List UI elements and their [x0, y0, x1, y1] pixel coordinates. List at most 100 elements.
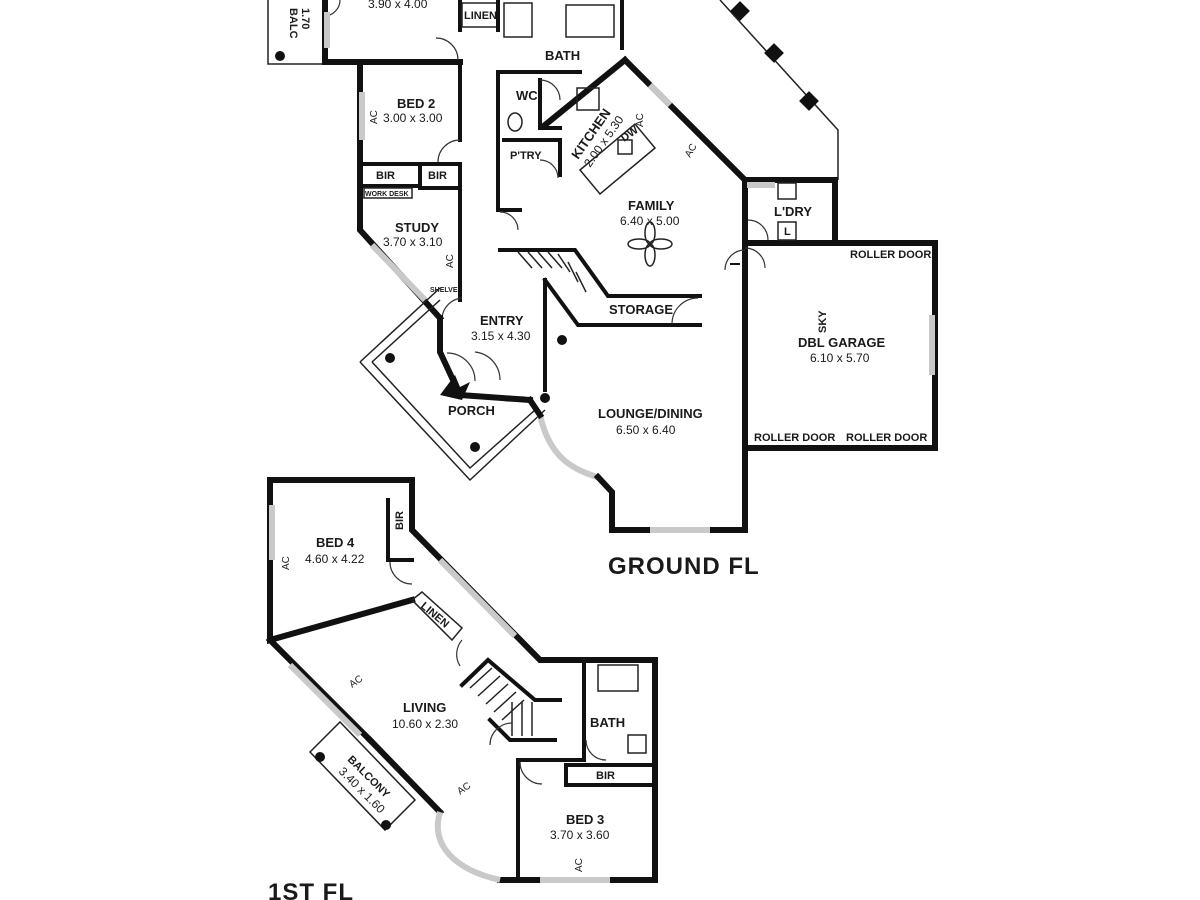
bir-bed3-label: BIR [596, 770, 615, 782]
skylight-label: SKY [817, 310, 829, 333]
bir-a-outline [360, 162, 422, 188]
pergola-post [730, 1, 750, 21]
bed1-dims: 3.90 x 4.00 [368, 0, 428, 11]
balcony-post [381, 820, 391, 830]
family-label: FAMILY [628, 198, 675, 213]
window [437, 557, 518, 639]
roller-door-left-label: ROLLER DOOR [754, 432, 835, 444]
bir-b-label: BIR [428, 170, 447, 182]
door-swing [519, 761, 543, 785]
first-floor-outer-wall [267, 477, 658, 883]
ground-floor-title: GROUND FL [608, 553, 760, 580]
porch-wall [437, 342, 534, 404]
shelves-label: SHELVES [430, 287, 462, 294]
staircase [469, 667, 533, 736]
bir-b-outline [418, 162, 462, 190]
stair-wall-top [459, 657, 562, 702]
door-swing [456, 639, 463, 667]
door-swing [585, 739, 607, 761]
bed2-dims: 3.00 x 3.00 [383, 111, 443, 125]
window [287, 662, 363, 738]
porch-post [540, 393, 550, 403]
bir-bed3-wall [564, 763, 657, 787]
living-label: LIVING [403, 700, 446, 715]
work-desk-label: WORK DESK [365, 191, 409, 198]
storage-label: STORAGE [609, 302, 673, 317]
entry-label: ENTRY [480, 313, 524, 328]
door-swing [499, 211, 519, 231]
door-swing [474, 351, 501, 381]
door-swing [539, 159, 559, 179]
lounge-outer-wall [593, 177, 748, 533]
porch-outline-inner [371, 299, 536, 470]
linen-first-box [410, 591, 464, 642]
living-sw-wall [365, 735, 445, 817]
lounge-label: LOUNGE/DINING [598, 406, 703, 421]
storage-bottom-wall [542, 277, 702, 327]
bed3-label: BED 3 [566, 812, 604, 827]
wc-label: WC [516, 88, 538, 103]
bir-bed4-label: BIR [394, 511, 406, 530]
door-swing [446, 352, 476, 382]
lounge-dims: 6.50 x 6.40 [616, 423, 676, 437]
ground-floor: BALC 1.70 3.90 x 4.00 LINEN BATH WC AC B… [267, 0, 938, 580]
ac-unit: AC [455, 780, 473, 797]
porch-outline [359, 287, 546, 482]
garage-label: DBL GARAGE [798, 335, 885, 350]
bed3-dims: 3.70 x 3.60 [550, 828, 610, 842]
window [647, 82, 673, 108]
door-swing [435, 37, 459, 61]
first-floor-title: 1ST FL [268, 879, 354, 900]
laundry-label: L'DRY [774, 204, 812, 219]
balcony-post [315, 752, 325, 762]
door-swing [437, 139, 461, 163]
bath-first-wall [516, 663, 586, 762]
bed4-label: BED 4 [316, 535, 355, 550]
work-desk [363, 187, 413, 199]
bath-first-label: BATH [590, 715, 625, 730]
living-west-wall [265, 635, 375, 745]
laundry-wall [742, 177, 838, 246]
roller-door-top-label: ROLLER DOOR [850, 249, 931, 261]
pantry-label: P'TRY [510, 150, 542, 162]
door-swing [747, 219, 769, 241]
cooktop-fixture [576, 87, 600, 111]
ac-unit: AC [445, 254, 456, 268]
garage-dims: 6.10 x 5.70 [810, 351, 870, 365]
living-dims: 10.60 x 2.30 [392, 717, 458, 731]
balcony-top-label: BALC [287, 8, 299, 39]
ac-unit: AC [635, 113, 646, 127]
family-dims: 6.40 x 5.00 [620, 214, 680, 228]
roller-door-right-label: ROLLER DOOR [846, 432, 927, 444]
laundry-tub-fixture [777, 182, 797, 200]
balcony-outline [308, 720, 417, 832]
bed2-label: BED 2 [397, 96, 435, 111]
ceiling-fan-icon [627, 221, 673, 267]
bir-a-label: BIR [376, 170, 395, 182]
door-swing [539, 79, 561, 101]
door-swing [489, 722, 513, 746]
shower-fixture [503, 2, 533, 38]
kitchen-island [578, 122, 657, 196]
pergola-post [799, 91, 819, 111]
window [369, 242, 428, 303]
study-label: STUDY [395, 220, 439, 235]
family-ne-wall [620, 55, 750, 185]
toilet-fixture [507, 112, 523, 132]
door-swing [744, 247, 766, 269]
window-bay [434, 811, 501, 883]
porch-label: PORCH [448, 403, 495, 418]
ac-unit: AC [369, 110, 380, 124]
bir-bed4-wall [386, 498, 414, 562]
vanity-fixture [565, 4, 615, 38]
door-swing [724, 249, 746, 271]
door-swing [671, 297, 699, 325]
entry-dims: 3.15 x 4.30 [471, 329, 531, 343]
pergola-post [764, 43, 784, 63]
study-dims: 3.70 x 3.10 [383, 235, 443, 249]
ac-unit: AC [347, 673, 365, 690]
lounge-wall [525, 395, 545, 420]
window-bay [537, 414, 601, 481]
vanity-fixture [627, 734, 647, 754]
